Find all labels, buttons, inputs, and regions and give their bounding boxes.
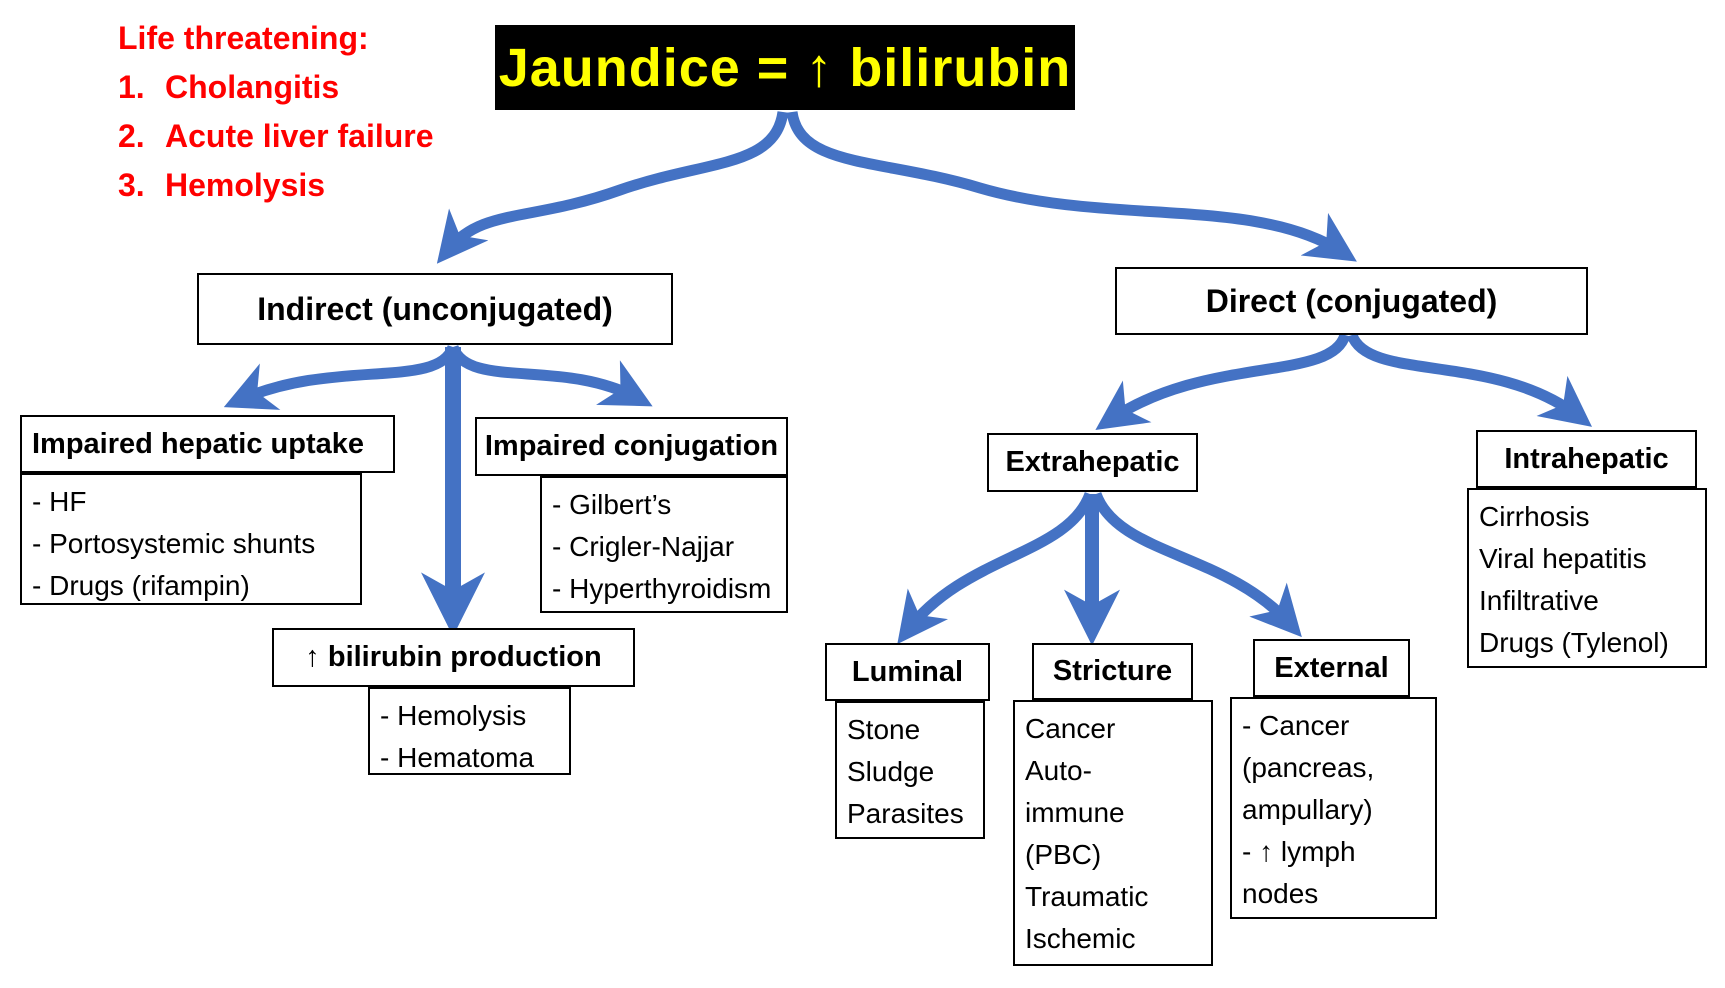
- life-threatening-item: 3. Hemolysis: [118, 161, 434, 210]
- item-number: 2.: [118, 118, 145, 154]
- node-title: Luminal: [851, 655, 964, 688]
- node-impaired-hepatic-uptake-list: - HF - Portosystemic shunts - Drugs (rifam…: [20, 473, 362, 605]
- arrow-title-to-direct: [786, 110, 1357, 262]
- node-title: Intrahepatic: [1504, 442, 1669, 475]
- node-impaired-conjugation-list: - Gilbert’s - Crigler-Najjar - Hyperthyroi…: [540, 476, 788, 613]
- life-threatening-heading: Life threatening:: [118, 14, 434, 63]
- node-impaired-hepatic-uptake-header: Impaired hepatic uptake: [20, 415, 395, 473]
- list-line: - HF: [32, 486, 87, 517]
- node-extrahepatic: Extrahepatic: [987, 433, 1198, 492]
- list-line: Parasites: [847, 798, 964, 829]
- life-threatening-item: 1. Cholangitis: [118, 63, 434, 112]
- list-line: ampullary): [1242, 794, 1373, 825]
- list-line: - Crigler-Najjar: [552, 531, 735, 562]
- heading-text: Life threatening:: [118, 20, 369, 56]
- list-line: - ↑ lymph: [1242, 836, 1356, 867]
- life-threatening-note: Life threatening: 1. Cholangitis 2. Acut…: [118, 14, 434, 210]
- arrow-extrahepatic-to-luminal: [897, 491, 1096, 645]
- node-title: ↑ bilirubin production: [305, 641, 602, 673]
- list-line: - Gilbert’s: [552, 489, 672, 520]
- node-title: Stricture: [1052, 655, 1173, 687]
- list-line: Viral hepatitis: [1479, 543, 1647, 574]
- list-line: Ischemic: [1025, 923, 1136, 954]
- life-threatening-item: 2. Acute liver failure: [118, 112, 434, 161]
- node-title: Extrahepatic: [1005, 446, 1180, 478]
- node-direct-label: Direct (conjugated): [1205, 282, 1498, 319]
- list-line: immune: [1025, 797, 1125, 828]
- list-line: - Portosystemic shunts: [32, 528, 316, 559]
- node-stricture-header: Stricture: [1032, 643, 1193, 700]
- node-bilirubin-production-header: ↑ bilirubin production: [272, 628, 635, 687]
- title-text: Jaundice = ↑ bilirubin: [498, 37, 1072, 98]
- node-intrahepatic-header: Intrahepatic: [1476, 430, 1697, 488]
- item-number: 1.: [118, 69, 145, 105]
- list-line: - Drugs (rifampin): [32, 570, 250, 601]
- list-line: Stone: [847, 714, 921, 745]
- title-banner: Jaundice = ↑ bilirubin: [495, 25, 1075, 110]
- item-text: Acute liver failure: [165, 118, 434, 154]
- node-indirect-label: Indirect (unconjugated): [257, 290, 613, 327]
- item-number: 3.: [118, 167, 145, 203]
- node-direct: Direct (conjugated): [1115, 267, 1588, 335]
- node-title: Impaired hepatic uptake: [32, 427, 364, 460]
- list-line: - Cancer: [1242, 710, 1350, 741]
- node-impaired-conjugation-header: Impaired conjugation: [475, 417, 788, 476]
- list-line: nodes: [1242, 878, 1319, 909]
- arrow-indirect-to-conjugation: [447, 344, 653, 407]
- list-line: - Hematoma: [380, 742, 535, 773]
- list-line: Auto-: [1025, 755, 1092, 786]
- node-luminal-header: Luminal: [825, 643, 990, 701]
- list-line: Drugs (Tylenol): [1479, 627, 1669, 658]
- node-title: External: [1274, 651, 1389, 684]
- node-bilirubin-production-list: - Hemolysis - Hematoma: [368, 687, 571, 775]
- list-line: Sludge: [847, 756, 935, 787]
- list-line: (pancreas,: [1242, 752, 1375, 783]
- arrow-direct-to-extrahepatic: [1095, 332, 1351, 430]
- node-external-header: External: [1253, 639, 1410, 697]
- arrow-direct-to-intrahepatic: [1346, 332, 1593, 427]
- node-external-list: - Cancer (pancreas, ampullary) - ↑ lymph nod…: [1230, 697, 1437, 919]
- list-line: Traumatic: [1025, 881, 1149, 912]
- arrow-indirect-to-uptake: [223, 344, 459, 410]
- list-line: - Hemolysis: [380, 700, 527, 731]
- list-line: Infiltrative: [1479, 585, 1599, 616]
- list-line: Cirrhosis: [1479, 501, 1590, 532]
- arrow-extrahepatic-to-external: [1090, 491, 1302, 638]
- node-indirect: Indirect (unconjugated): [197, 273, 673, 345]
- list-line: - Hyperthyroidism: [552, 573, 772, 604]
- item-text: Hemolysis: [165, 167, 326, 203]
- list-line: Cancer: [1025, 713, 1116, 744]
- item-text: Cholangitis: [165, 69, 340, 105]
- node-title: Impaired conjugation: [484, 430, 779, 462]
- list-line: (PBC): [1025, 839, 1102, 870]
- arrow-title-to-indirect: [436, 110, 789, 264]
